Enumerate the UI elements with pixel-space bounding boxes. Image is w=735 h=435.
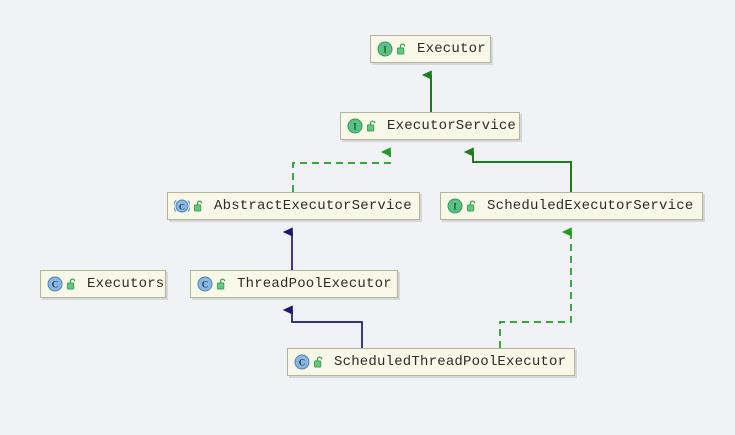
- node-icons: C: [174, 198, 205, 214]
- interface-icon: I: [377, 41, 393, 57]
- node-label: Executors: [87, 276, 165, 292]
- interface-icon: I: [447, 198, 463, 214]
- edge-scheduledexecutorservice-extends-executorservice: [463, 147, 572, 192]
- node-label: Executor: [417, 41, 486, 57]
- public-lock-icon: [216, 277, 226, 289]
- node-abstract-executor-service[interactable]: C AbstractExecutorService: [167, 192, 420, 220]
- edge-scheduledthreadpoolexecutor-implements-scheduledexecutorservice: [499, 227, 572, 348]
- node-label: AbstractExecutorService: [214, 198, 412, 214]
- class-icon: C: [294, 354, 310, 370]
- public-lock-icon: [366, 119, 376, 131]
- node-thread-pool-executor[interactable]: C ThreadPoolExecutor: [190, 270, 398, 298]
- svg-text:I: I: [353, 122, 357, 132]
- node-executor[interactable]: I Executor: [370, 35, 491, 63]
- public-lock-icon: [313, 355, 323, 367]
- public-lock-icon: [66, 277, 76, 289]
- svg-text:C: C: [52, 279, 59, 289]
- svg-text:C: C: [179, 201, 185, 211]
- node-scheduled-thread-pool-executor[interactable]: C ScheduledThreadPoolExecutor: [287, 348, 575, 376]
- node-label: ScheduledExecutorService: [487, 198, 694, 214]
- svg-text:C: C: [299, 357, 306, 367]
- svg-text:I: I: [383, 45, 387, 55]
- svg-text:I: I: [453, 202, 457, 212]
- node-executors[interactable]: C Executors: [40, 270, 166, 298]
- node-icons: I: [447, 198, 478, 214]
- edge-scheduledthreadpoolexecutor-extends-threadpoolexecutor: [282, 305, 363, 348]
- abstract-class-icon: C: [174, 199, 190, 213]
- edge-abstractexecutorservice-implements-executorservice: [292, 147, 391, 192]
- node-icons: C: [47, 276, 78, 292]
- node-icons: C: [294, 354, 325, 370]
- node-label: ScheduledThreadPoolExecutor: [334, 354, 567, 370]
- node-executor-service[interactable]: I ExecutorService: [340, 112, 520, 140]
- interface-icon: I: [347, 118, 363, 134]
- node-label: ExecutorService: [387, 118, 517, 134]
- class-icon: C: [47, 276, 63, 292]
- node-scheduled-executor-service[interactable]: I ScheduledExecutorService: [440, 192, 703, 220]
- node-icons: I: [347, 118, 378, 134]
- public-lock-icon: [466, 199, 476, 211]
- public-lock-icon: [396, 42, 406, 54]
- node-icons: C: [197, 276, 228, 292]
- class-icon: C: [197, 276, 213, 292]
- svg-text:C: C: [202, 279, 209, 289]
- node-icons: I: [377, 41, 408, 57]
- public-lock-icon: [193, 199, 203, 211]
- node-label: ThreadPoolExecutor: [237, 276, 392, 292]
